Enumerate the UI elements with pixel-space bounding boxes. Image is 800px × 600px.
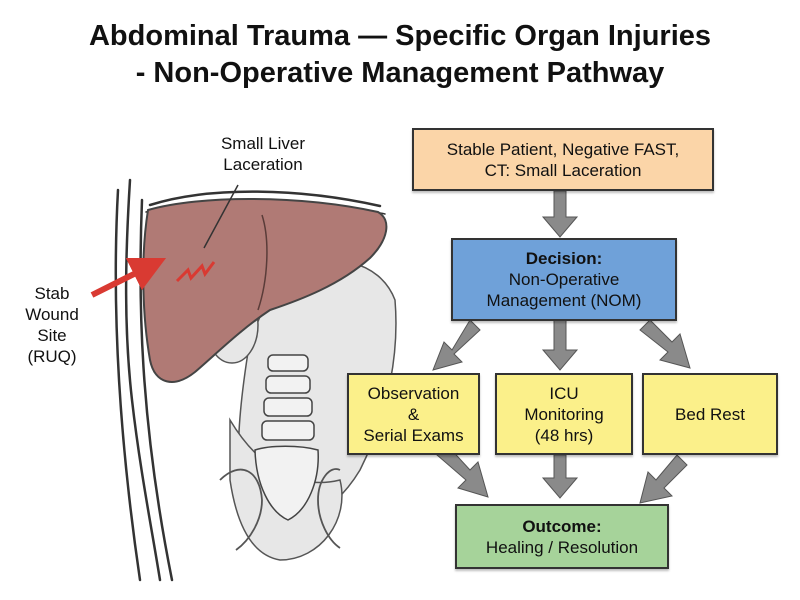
arrow-decision-to-icu	[541, 319, 579, 371]
arrow-icu-to-outcome	[541, 454, 579, 499]
title-line-2: - Non-Operative Management Pathway	[135, 57, 665, 89]
arrow-decision-to-bedrest	[639, 319, 691, 369]
flow-arrows	[432, 190, 691, 504]
decision-box: Decision: Non-Operative Management (NOM)	[451, 238, 677, 321]
outcome-box: Outcome: Healing / Resolution	[455, 504, 669, 569]
laceration-icon	[175, 261, 216, 283]
title-line-1: Abdominal Trauma — Specific Organ Injuri…	[88, 20, 712, 52]
liver-label-leader	[203, 184, 239, 249]
stab-wound-arrow	[90, 257, 167, 298]
spine-icon	[254, 354, 319, 521]
liver-lobe-line	[257, 214, 268, 311]
liver-icon	[142, 198, 388, 383]
arrow-start-to-decision	[541, 190, 579, 238]
arrow-bedrest-to-outcome	[639, 454, 688, 504]
start-box: Stable Patient, Negative FAST, CT: Small…	[412, 128, 714, 191]
stab-wound-label: Stab Wound Site (RUQ)	[25, 284, 79, 366]
icu-box: ICU Monitoring (48 hrs)	[495, 373, 633, 455]
bedrest-box: Bed Rest	[642, 373, 778, 455]
liver-laceration-label: Small Liver Laceration	[220, 134, 306, 174]
diagram-title: Abdominal Trauma — Specific Organ Injuri…	[0, 18, 800, 92]
pelvis-outline	[219, 468, 341, 551]
observation-box: Observation & Serial Exams	[347, 373, 480, 455]
arrow-decision-to-observation	[432, 319, 481, 371]
